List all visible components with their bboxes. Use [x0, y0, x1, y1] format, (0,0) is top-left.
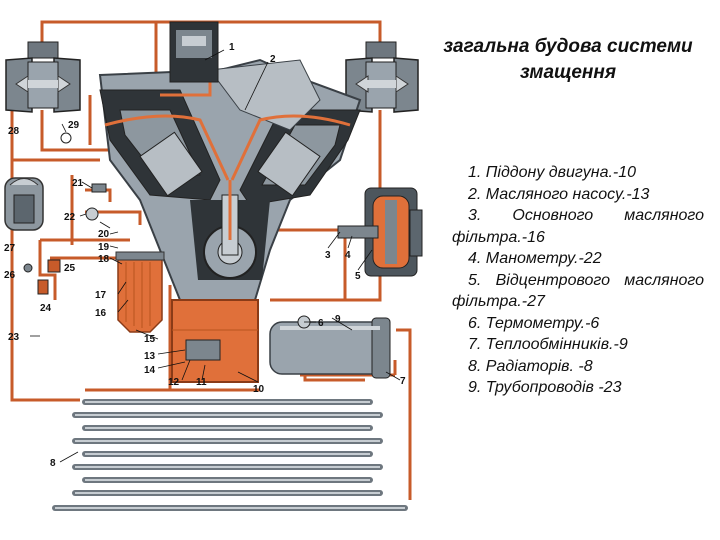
leader-lines [30, 49, 401, 463]
callout-9: 9 [335, 314, 341, 325]
callout-22: 22 [64, 212, 76, 223]
callout-10: 10 [253, 384, 265, 395]
legend-item-7: 7. Теплообмінників.-9 [468, 336, 628, 353]
callout-16: 16 [95, 308, 107, 319]
callout-13: 13 [144, 351, 156, 362]
valve-24-icon [37, 279, 49, 295]
callout-18: 18 [98, 254, 110, 265]
callout-26: 26 [4, 270, 16, 281]
legend-item-2: 2. Масляного насосу.-13 [468, 185, 650, 203]
callout-20: 20 [98, 229, 110, 240]
callout-28: 28 [8, 126, 20, 137]
callout-27: 27 [4, 243, 16, 254]
radiator-left [5, 41, 81, 113]
oil-filler-neck [169, 21, 219, 83]
legend-item-1: 1. Піддону двигуна.-10 [468, 164, 637, 181]
centrifugal-filter-housing [4, 177, 44, 231]
sensor-29-icon [60, 132, 72, 144]
callout-25: 25 [64, 263, 76, 274]
callout-17: 17 [95, 290, 107, 301]
callout-3: 3 [325, 250, 331, 261]
callout-29: 29 [68, 120, 80, 131]
legend-item-4: 4. Манометру.-22 [468, 250, 602, 267]
callout-24: 24 [40, 303, 52, 314]
callout-5: 5 [355, 271, 361, 282]
callout-labels: 1 2 3 4 5 6 7 8 9 10 11 12 13 14 15 16 1… [4, 42, 406, 469]
main-oil-filter [115, 251, 165, 333]
legend-item-5: 5. Відцентрового масляного фільтра.-27 [452, 271, 704, 311]
valve-25-icon [47, 259, 61, 273]
callout-6: 6 [318, 318, 324, 329]
heat-exchanger [269, 317, 391, 379]
callout-11: 11 [196, 377, 207, 388]
callout-2: 2 [270, 54, 276, 65]
callout-21: 21 [72, 178, 84, 189]
callout-12: 12 [168, 377, 180, 388]
callout-4: 4 [345, 250, 351, 261]
centrifugal-oil-filter [337, 187, 423, 277]
sensor-21-icon [91, 183, 107, 193]
legend-item-3: 3. Основного масляного фільтра.-16 [452, 207, 704, 246]
legend-item-6: 6. Термометру.-6 [468, 314, 600, 332]
callout-1: 1 [229, 42, 235, 53]
callout-7: 7 [400, 376, 406, 387]
title-line-2: змащення [519, 62, 617, 83]
legend-item-9: 9. Трубопроводів -23 [468, 379, 622, 396]
callout-8: 8 [50, 458, 56, 469]
callout-15: 15 [144, 334, 156, 345]
oil-radiator-coil-highlight [55, 401, 405, 509]
engine-oil-channels [104, 70, 351, 240]
oil-sump [171, 299, 259, 383]
callout-19: 19 [98, 242, 110, 253]
legend-item-8: 8. Радіаторів. -8 [468, 357, 593, 375]
callout-23: 23 [8, 332, 20, 343]
radiator-right [345, 41, 419, 113]
title-line-1: загальна будова системи [443, 36, 693, 57]
legend-list: 1. Піддону двигуна.-10 2. Масляного насо… [452, 162, 704, 399]
callout-14: 14 [144, 365, 156, 376]
drain-26-icon [23, 263, 33, 273]
pressure-gauge-icon [85, 207, 99, 221]
page-title: загальна будова системи змащення [418, 34, 718, 86]
